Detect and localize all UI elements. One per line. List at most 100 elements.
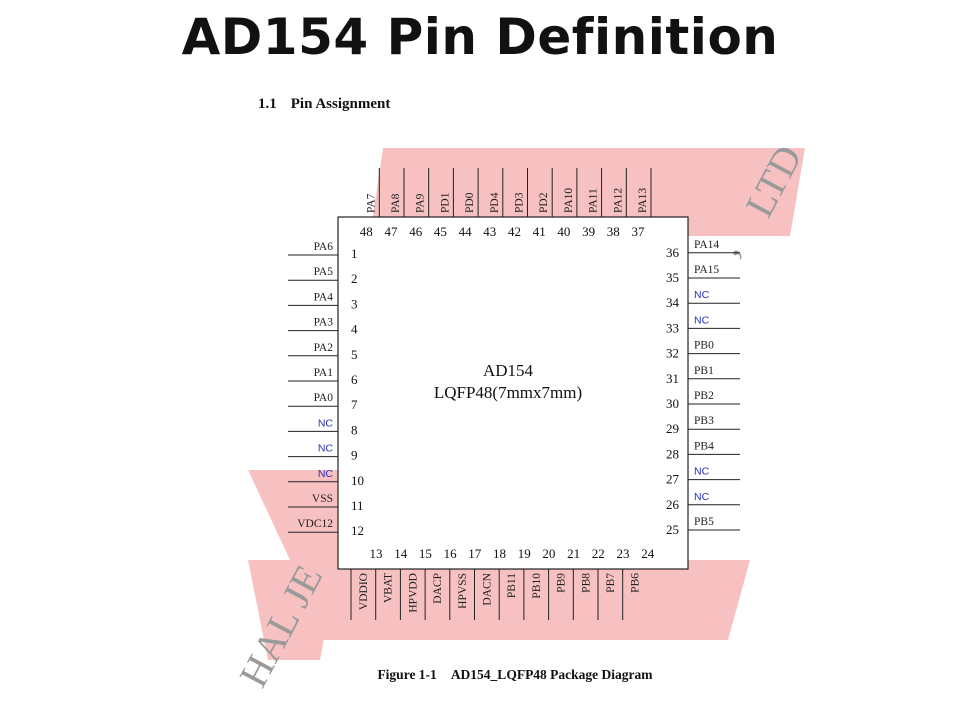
pin-label: PD4 <box>489 192 501 213</box>
pin-number: 32 <box>666 346 679 361</box>
pin-label: VBAT <box>383 573 395 603</box>
pin-label: NC <box>318 468 334 480</box>
pin-label: VSS <box>312 493 333 505</box>
pin-number: 30 <box>666 396 679 411</box>
pin-label: PB11 <box>506 573 518 598</box>
pin-label: PB8 <box>580 573 592 593</box>
pin-label: PA15 <box>694 264 719 276</box>
pin-number: 4 <box>351 322 358 337</box>
chip-body <box>337 216 689 570</box>
pin-number: 3 <box>351 296 358 311</box>
watermark-shape-bottom <box>272 560 750 640</box>
pin-number: 39 <box>582 224 595 239</box>
pin-number: 14 <box>394 546 408 561</box>
pin-number: 37 <box>632 224 646 239</box>
pin-label: PA12 <box>612 188 624 213</box>
pin-number: 10 <box>351 473 364 488</box>
watermark-shape-tail <box>248 560 338 660</box>
pin-number: 34 <box>666 295 680 310</box>
pin-label: PA10 <box>563 188 575 213</box>
pin-label: NC <box>694 314 710 326</box>
pin-number: 28 <box>666 446 679 461</box>
pin-number: 2 <box>351 271 358 286</box>
pin-label: PD1 <box>439 192 451 213</box>
pin-number: 29 <box>666 421 679 436</box>
watermark-logo: HAL JE LTD , <box>230 138 811 695</box>
pin-number: 40 <box>557 224 570 239</box>
pin-label: PD0 <box>464 192 476 213</box>
pin-label: PA2 <box>314 342 334 354</box>
pin-number: 22 <box>592 546 605 561</box>
pin-label: PD2 <box>538 192 550 213</box>
pin-label: PB2 <box>694 390 714 402</box>
pin-number: 1 <box>351 246 358 261</box>
figure-caption-text: AD154_LQFP48 Package Diagram <box>450 667 653 682</box>
pin-number: 20 <box>542 546 555 561</box>
page-title: AD154 Pin Definition <box>181 8 779 66</box>
pin-label: PB5 <box>694 516 714 528</box>
pin-number: 44 <box>459 224 473 239</box>
pin-number: 36 <box>666 245 680 260</box>
pin-number: 26 <box>666 497 680 512</box>
pin-label: PB9 <box>556 573 568 593</box>
pin-number: 46 <box>409 224 423 239</box>
pin-label: PA3 <box>314 317 334 329</box>
pin-label: PA5 <box>314 266 334 278</box>
pin-number: 23 <box>617 546 630 561</box>
pin-number: 15 <box>419 546 432 561</box>
chip-name: AD154 <box>483 361 534 380</box>
pin-label: PA6 <box>314 241 334 253</box>
pin-label: PA7 <box>365 193 377 213</box>
pin-number: 27 <box>666 472 680 487</box>
pin-number: 6 <box>351 372 358 387</box>
pin-number: 13 <box>370 546 383 561</box>
section-title: Pin Assignment <box>290 96 391 112</box>
pin-number: 7 <box>351 397 358 412</box>
figure-caption: Figure 1-1 AD154_LQFP48 Package Diagram <box>0 667 960 683</box>
pin-number: 42 <box>508 224 521 239</box>
pin-number: 41 <box>533 224 546 239</box>
pin-number: 8 <box>351 422 358 437</box>
pin-number: 24 <box>641 546 655 561</box>
pin-label: PA8 <box>390 193 402 213</box>
pin-number: 16 <box>444 546 458 561</box>
pin-label: VDDIO <box>358 573 370 610</box>
pin-label: DACN <box>482 572 494 605</box>
pin-number: 21 <box>567 546 580 561</box>
figure-number: Figure 1-1 <box>377 667 437 682</box>
pin-number: 25 <box>666 522 679 537</box>
pin-number: 43 <box>483 224 496 239</box>
pin-label: PA14 <box>694 239 719 251</box>
pin-label: VDC12 <box>297 518 333 530</box>
pin-label: PA11 <box>588 188 600 213</box>
pin-number: 11 <box>351 498 364 513</box>
pin-number: 47 <box>385 224 399 239</box>
pin-label: PA1 <box>314 367 334 379</box>
pin-number: 38 <box>607 224 620 239</box>
pin-label: PB7 <box>605 573 617 593</box>
pin-number: 19 <box>518 546 531 561</box>
pin-label: NC <box>694 289 710 301</box>
pin-label: PA0 <box>314 392 334 404</box>
watermark-shape-top <box>370 148 805 236</box>
pin-label: NC <box>694 466 710 478</box>
pin-number: 48 <box>360 224 373 239</box>
pin-label: PA9 <box>415 193 427 213</box>
watermark-shape-left <box>248 470 338 560</box>
pin-label: HPVSS <box>457 573 469 609</box>
pin-label: PB10 <box>531 573 543 599</box>
pin-label: PA4 <box>314 291 334 303</box>
pin-label: PD3 <box>514 192 526 213</box>
pin-label: PB1 <box>694 365 714 377</box>
pin-number: 17 <box>468 546 482 561</box>
pin-label: PB6 <box>630 573 642 593</box>
pin-label: NC <box>694 491 710 503</box>
section-number: 1.1 <box>258 96 277 112</box>
chip-package: LQFP48(7mmx7mm) <box>434 383 582 402</box>
pin-number: 9 <box>351 448 358 463</box>
pin-label: PB4 <box>694 440 714 452</box>
pin-label: NC <box>318 417 334 429</box>
pin-label: DACP <box>432 573 444 604</box>
section-heading: 1.1 Pin Assignment <box>258 96 390 113</box>
